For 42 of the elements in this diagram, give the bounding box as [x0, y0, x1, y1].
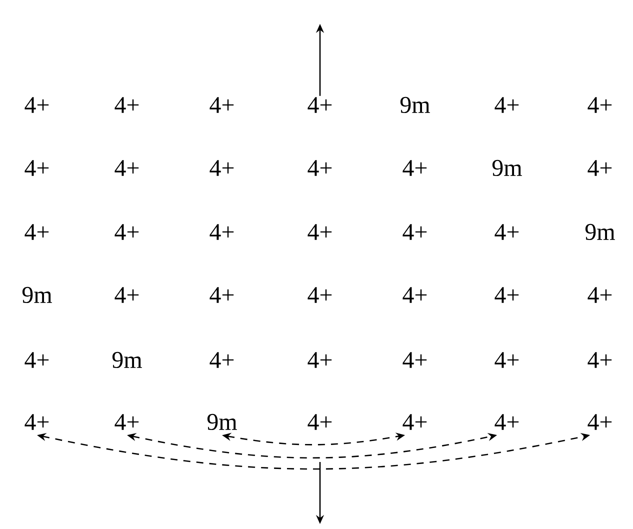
cell-label: 4+ [210, 352, 234, 368]
cell-label: 4+ [24, 160, 49, 176]
cell-label: 4+ [494, 352, 519, 368]
cell-label: 4+ [588, 287, 612, 303]
cell-label: 4+ [494, 414, 519, 430]
cell-label: 4+ [308, 414, 332, 430]
cell-label: 4+ [402, 352, 427, 368]
cell-label: 4+ [494, 224, 519, 240]
cell-label: 4+ [210, 97, 234, 113]
cell-label: 4+ [308, 352, 332, 368]
cell-label: 4+ [588, 160, 612, 176]
cell-label: 4+ [588, 352, 612, 368]
cell-label: 4+ [114, 414, 139, 430]
cell-label: 4+ [308, 97, 332, 113]
cell-label: 4+ [308, 160, 332, 176]
cell-label: 4+ [114, 97, 139, 113]
cell-label: 4+ [210, 224, 234, 240]
cell-label: 9m [585, 224, 615, 240]
cell-label: 4+ [210, 160, 234, 176]
cell-label: 4+ [402, 287, 427, 303]
cell-label: 4+ [402, 414, 427, 430]
cell-label: 4+ [114, 160, 139, 176]
cell-label: 4+ [24, 414, 49, 430]
cell-label: 4+ [588, 414, 612, 430]
cell-label: 4+ [402, 224, 427, 240]
cell-label: 4+ [24, 352, 49, 368]
cell-label: 4+ [308, 224, 332, 240]
cell-label: 4+ [24, 97, 49, 113]
cell-label: 9m [400, 96, 430, 114]
cell-label: 4+ [494, 287, 519, 303]
cell-label: 4+ [114, 224, 139, 240]
cell-label: 4+ [588, 97, 612, 113]
cell-label: 9m [492, 160, 522, 176]
cell-label: 4+ [210, 287, 234, 303]
cell-label: 9m [112, 352, 142, 368]
cell-label: 4+ [24, 224, 49, 240]
cell-label: 4+ [114, 287, 139, 303]
cell-label: 9m [207, 414, 237, 430]
cell-label: 9m [22, 286, 52, 304]
cell-label: 4+ [402, 160, 427, 176]
cell-label: 4+ [308, 287, 332, 303]
cell-label: 4+ [494, 97, 519, 113]
